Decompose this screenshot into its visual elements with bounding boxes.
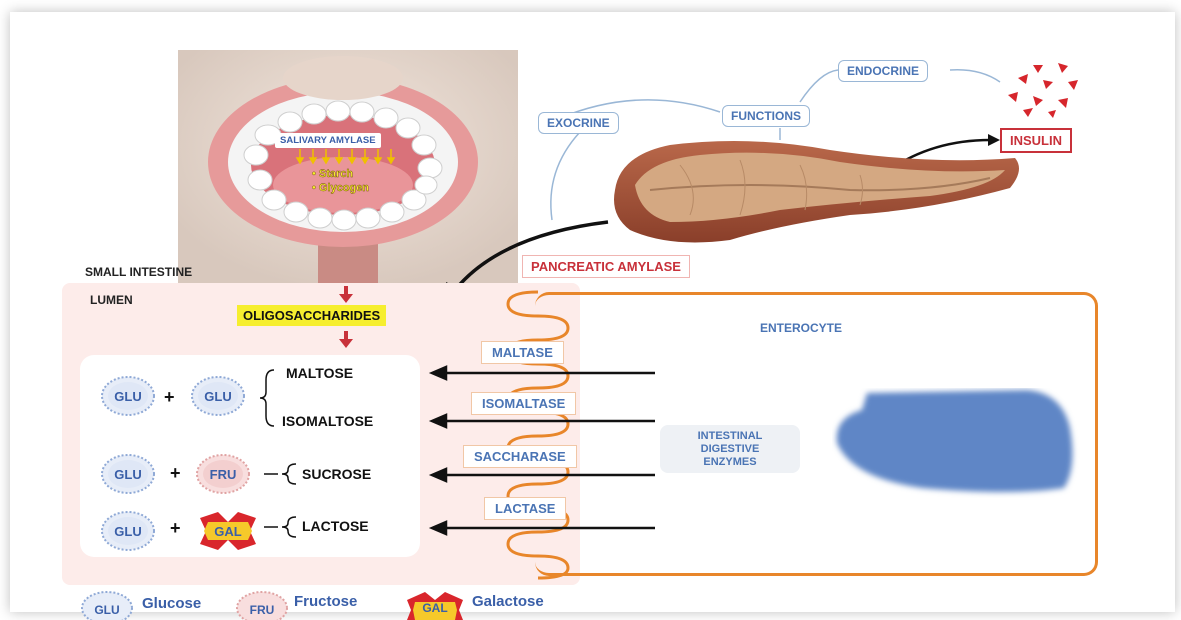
gal-icon: GAL <box>200 510 256 552</box>
down-arrow-2 <box>338 331 354 349</box>
functions-label: FUNCTIONS <box>722 105 810 127</box>
gal-text: GAL <box>422 601 447 615</box>
legend-gal-icon: GAL <box>407 588 463 620</box>
insulin-molecules-icon <box>998 60 1088 120</box>
plus-sign: + <box>170 463 181 484</box>
fru-text: FRU <box>250 603 275 617</box>
glu-icon: GLU <box>100 510 156 552</box>
glu-icon: GLU <box>100 453 156 495</box>
glu-text: GLU <box>114 524 141 539</box>
sucrose-label: SUCROSE <box>302 466 371 482</box>
oligosaccharides-label: OLIGOSACCHARIDES <box>237 305 386 326</box>
glu-icon: GLU <box>100 375 156 417</box>
lumen-label: LUMEN <box>90 293 133 307</box>
fru-text: FRU <box>210 467 237 482</box>
plus-sign: + <box>170 518 181 539</box>
intestinal-enzymes-label: INTESTINAL DIGESTIVE ENZYMES <box>660 425 800 473</box>
plus-sign: + <box>164 387 175 408</box>
glu-text: GLU <box>114 467 141 482</box>
lactose-label: LACTOSE <box>302 518 369 534</box>
exocrine-label: EXOCRINE <box>538 112 619 134</box>
glu-text: GLU <box>94 603 119 617</box>
glu-icon: GLU <box>190 375 246 417</box>
nucleus-shape <box>832 388 1082 498</box>
pancreas-illustration <box>610 130 1025 250</box>
small-intestine-label: SMALL INTESTINE <box>85 265 192 279</box>
enterocyte-label: ENTEROCYTE <box>760 321 842 335</box>
glu-text: GLU <box>114 389 141 404</box>
legend-fru-icon: FRU <box>235 590 289 620</box>
endocrine-label: ENDOCRINE <box>838 60 928 82</box>
bracket-sucrose <box>262 462 298 486</box>
saccharase-label: SACCHARASE <box>463 445 577 468</box>
gal-text: GAL <box>214 524 241 539</box>
fru-icon: FRU <box>195 453 251 495</box>
pancreatic-amylase-label: PANCREATIC AMYLASE <box>522 255 690 278</box>
legend-fructose: Fructose <box>294 593 357 610</box>
glu-text: GLU <box>204 389 231 404</box>
maltose-label: MALTOSE <box>286 365 353 381</box>
legend-glucose: Glucose <box>142 595 201 612</box>
legend-galactose: Galactose <box>472 593 544 610</box>
lactase-label: LACTASE <box>484 497 566 520</box>
isomaltase-label: ISOMALTASE <box>471 392 576 415</box>
bracket-maltose <box>258 368 278 428</box>
legend-glu-icon: GLU <box>80 590 134 620</box>
bracket-lactose <box>262 515 298 539</box>
maltase-label: MALTASE <box>481 341 564 364</box>
isomaltose-label: ISOMALTOSE <box>282 413 373 429</box>
down-arrow-1 <box>338 286 354 304</box>
